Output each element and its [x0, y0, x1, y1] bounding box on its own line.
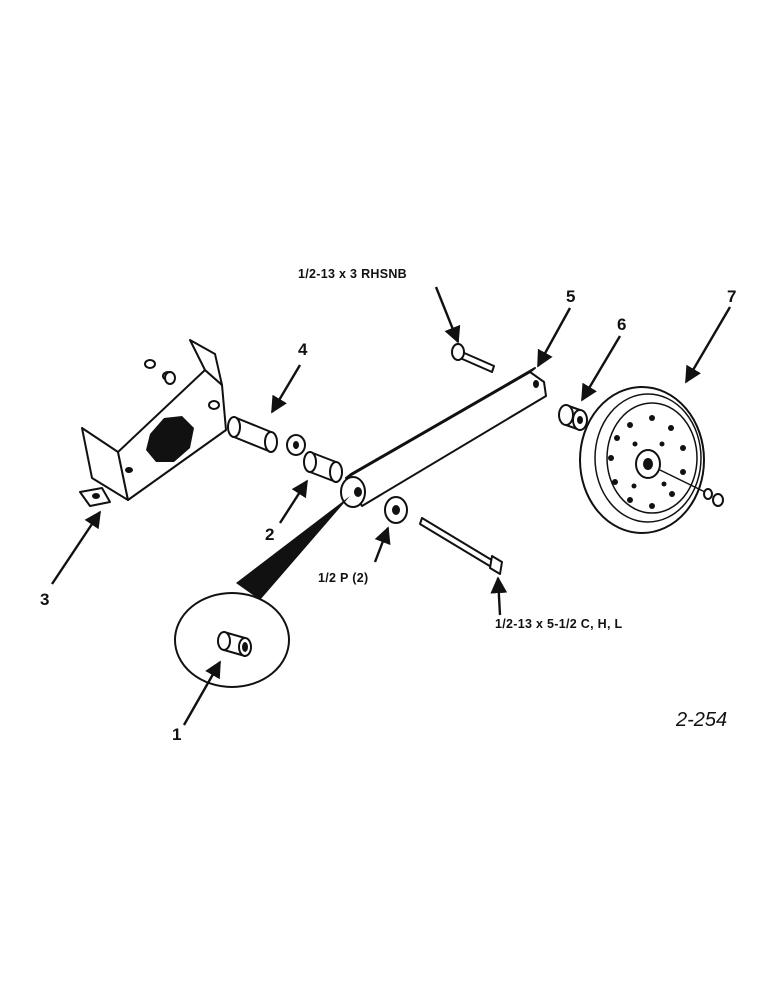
flat-washer-left	[286, 434, 306, 456]
callout-7: 7	[727, 287, 736, 306]
washer-spec: 1/2 P (2)	[318, 571, 368, 585]
callout-4: 4	[298, 340, 308, 359]
arrow-6	[580, 335, 622, 402]
arrow-washer	[373, 526, 391, 563]
idler-pulley	[579, 386, 706, 534]
arrow-4	[270, 364, 302, 414]
bushing-detail	[174, 592, 290, 688]
idler-arm	[340, 367, 547, 508]
arrow-2	[278, 479, 309, 524]
arm-bolt	[451, 343, 495, 373]
pivot-bolt	[419, 517, 503, 575]
flat-washer-right	[384, 496, 408, 524]
pulley-spacer	[558, 404, 588, 431]
arrow-pivot-bolt	[490, 576, 508, 616]
callout-5: 5	[566, 287, 575, 306]
bushing-detail-pointer	[236, 496, 350, 600]
figure-number: 2-254	[675, 709, 727, 731]
arm-bolt-spec: 1/2-13 x 3 RHSNB	[298, 267, 407, 281]
callout-2: 2	[265, 525, 274, 544]
callout-1: 1	[172, 725, 181, 744]
arrow-7	[684, 306, 732, 384]
leader-arrows	[51, 286, 732, 726]
callout-3: 3	[40, 590, 49, 609]
short-spacer	[303, 451, 343, 483]
bracket-nut	[164, 371, 176, 385]
arrow-bolt-top	[434, 286, 461, 344]
arrow-5	[536, 307, 572, 368]
callout-6: 6	[617, 315, 626, 334]
pulley-nut	[703, 488, 724, 507]
pivot-bolt-spec: 1/2-13 x 5-1/2 C, H, L	[495, 617, 623, 631]
arrow-3	[51, 510, 101, 585]
arrow-1	[182, 660, 222, 726]
long-spacer	[227, 416, 278, 453]
mounting-bracket	[79, 339, 227, 507]
